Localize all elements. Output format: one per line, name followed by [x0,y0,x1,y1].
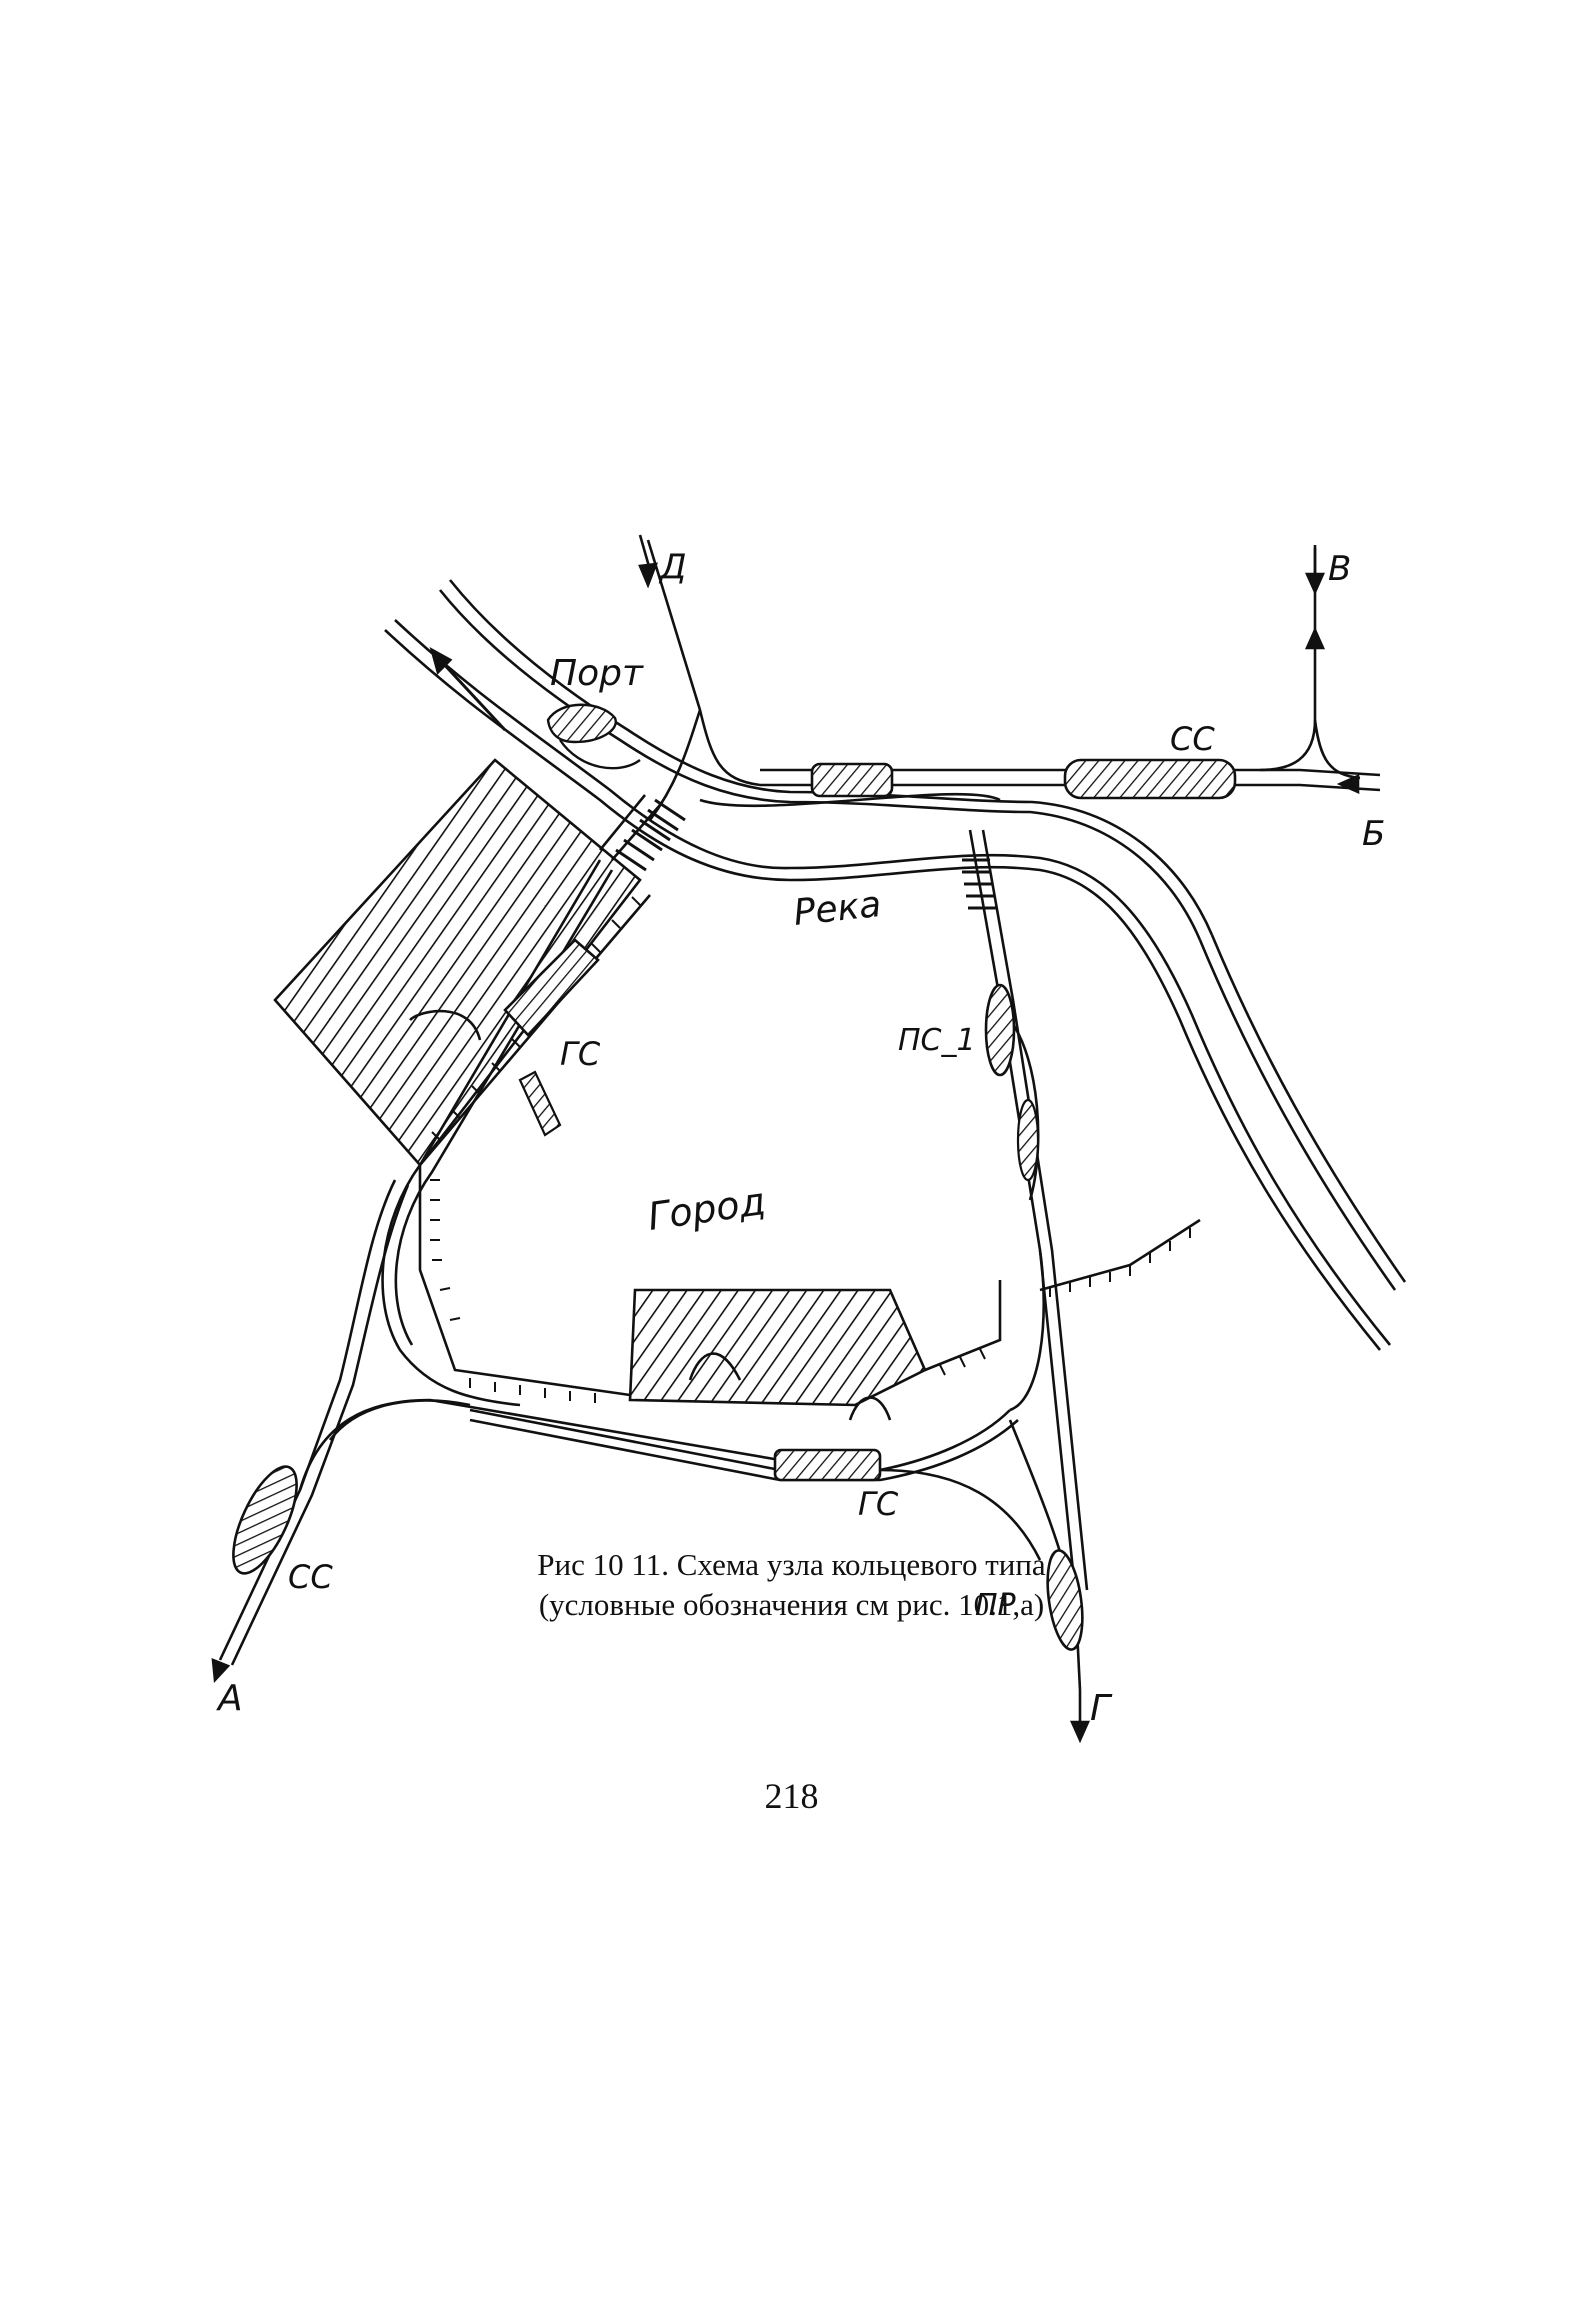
city-boundary [418,894,1201,1397]
label-gs-left: ГС [560,1035,601,1073]
label-pr: ПР [975,1588,1017,1623]
caption-line-2: (условные обозначения см рис. 10.1,а) [538,1587,1045,1622]
port-basin [546,703,641,770]
direction-label-g: Г [1090,1688,1113,1729]
label-river: Река [792,884,883,934]
port-flow-arrow [429,646,507,732]
bridge-ties [615,798,996,910]
page-number: 218 [764,1776,819,1816]
station-gs-left [503,938,600,1137]
figure-caption: Рис 10 11. Схема узла кольцевого типа (у… [0,1545,1583,1625]
city-boundary-ticks [430,896,1191,1403]
label-ps-1: ПС_1 [898,1023,976,1058]
caption-line-1: Рис 10 11. Схема узла кольцевого типа [537,1547,1046,1582]
label-ss-bottom: СС [288,1558,333,1596]
label-gs-bottom: ГС [858,1485,899,1523]
station-ps-1 [984,983,1040,1182]
station-ss-top [1063,758,1237,800]
direction-label-b: Б [1362,814,1385,854]
city-district-northwest [273,758,642,1168]
label-city: Город [645,1179,768,1239]
direction-label-a: А [216,1678,243,1719]
direction-label-v: В [1328,549,1351,589]
station-pr [1046,1549,1084,1651]
label-ss-top: СС [1170,720,1215,758]
station-ss-bottom [232,1465,298,1575]
label-port: Порт [550,653,644,694]
station-top-small [810,762,894,798]
river [384,579,1407,1351]
city-district-south [628,1288,927,1407]
direction-label-d: Д [658,547,687,587]
station-gs-bottom [773,1448,882,1482]
direction-arrows [211,534,1360,1744]
